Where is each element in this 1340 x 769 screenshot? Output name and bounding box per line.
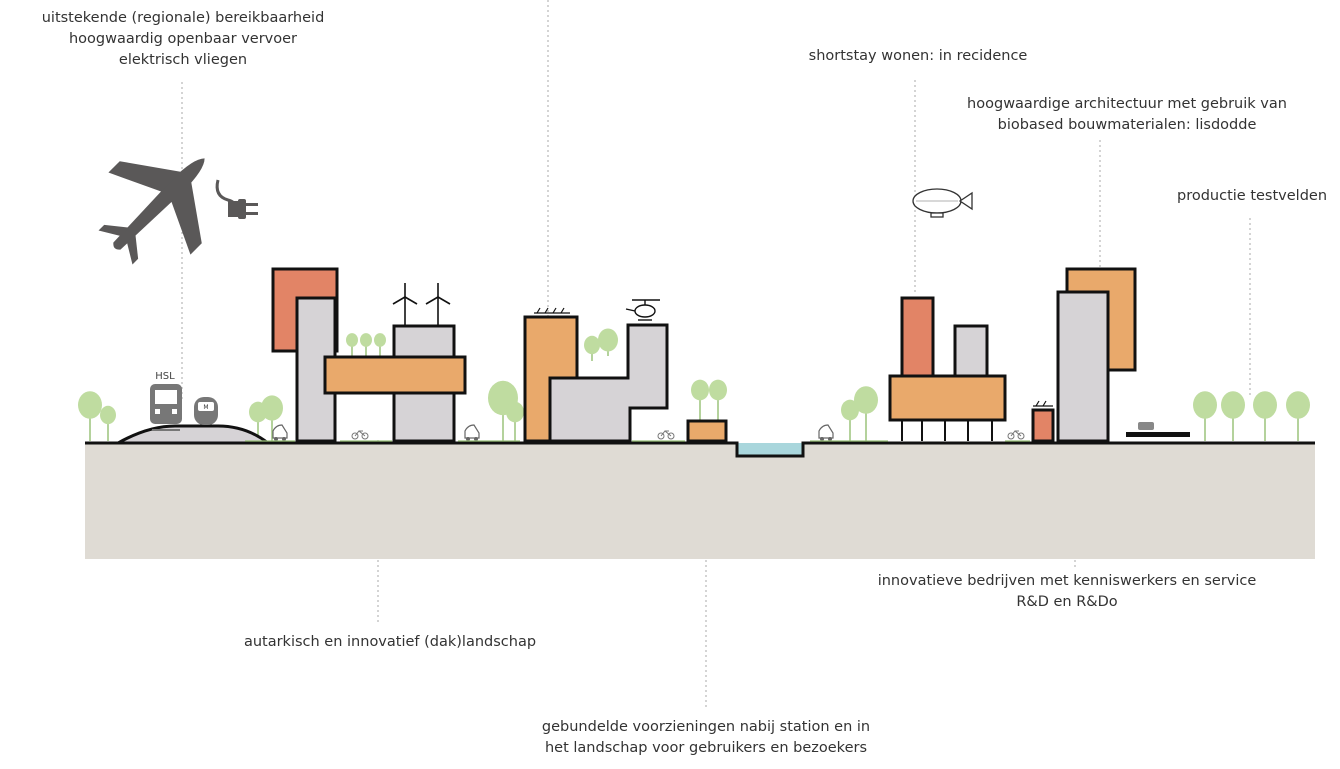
tree-icon (100, 405, 116, 441)
label-line: biobased bouwmaterialen: lisdodde (997, 117, 1257, 133)
label-line: gebundelde voorzieningen nabij station e… (541, 719, 871, 735)
label-line: productie testvelden (1176, 188, 1328, 204)
label-shortstay: shortstay wonen: in recidence (809, 46, 1028, 67)
label-line: shortstay wonen: in recidence (808, 48, 1028, 64)
solar-panel-icon (534, 307, 570, 314)
label-line: innovatieve bedrijven met kenniswerkers … (877, 573, 1257, 589)
vehicles (272, 424, 1025, 441)
ground-section (85, 443, 1315, 559)
label-line: uitstekende (regionale) bereikbaarheid (41, 10, 325, 26)
label-line: R&D en R&Do (1016, 594, 1118, 610)
building-salmon-kiosk-e (1031, 408, 1055, 443)
trees (78, 328, 1310, 441)
tree-icon (1253, 391, 1277, 441)
airplane-icon (98, 158, 205, 265)
tree-icon (1221, 391, 1245, 441)
building-pilotis-d (901, 420, 993, 441)
svg-text:M: M (203, 404, 208, 411)
metro-icon: M (194, 397, 218, 425)
building-orange-pavilion (686, 419, 728, 443)
wind-turbine-icon (392, 283, 418, 326)
building-grey-tower-d (953, 324, 989, 380)
label-autarkisch: autarkisch en innovatief (dak)landschap (244, 632, 536, 653)
car-icon (272, 424, 288, 441)
tree-icon (506, 401, 524, 441)
tree-icon (841, 399, 859, 441)
solar-panel-icon (1033, 400, 1053, 407)
label-testvelden: productie testvelden (1177, 186, 1327, 207)
bicycle-icon (1007, 430, 1025, 440)
tree-icon (584, 335, 600, 361)
building-grey-stepped-c (548, 323, 669, 443)
car-icon (464, 424, 480, 441)
wind-turbine-icon (425, 283, 451, 326)
car-icon (818, 424, 834, 441)
building-salmon-tower-d (900, 296, 935, 380)
helicopter-icon (625, 299, 660, 321)
train-icon (150, 384, 182, 431)
airship-icon (912, 188, 973, 218)
tree-icon (261, 395, 283, 441)
water-channel (737, 443, 803, 456)
label-line: het landschap voor gebruikers en bezoeke… (544, 740, 868, 756)
label-gebundelde: gebundelde voorzieningen nabij station e… (542, 717, 870, 759)
label-line: elektrisch vliegen (118, 52, 248, 68)
ground-line (85, 441, 1315, 458)
label-innovative: innovatieve bedrijven met kenniswerkers … (878, 571, 1257, 613)
label-architecture: hoogwaardige architectuur met gebruik va… (967, 94, 1287, 136)
tree-icon (346, 333, 358, 356)
building-grey-tower-e (1056, 290, 1110, 443)
test-field-vehicle (1126, 422, 1190, 437)
train-sign: HSL (155, 371, 175, 382)
bicycle-icon (657, 430, 675, 440)
label-line: autarkisch en innovatief (dak)landschap (243, 634, 537, 650)
tree-icon (598, 328, 618, 356)
tree-icon (374, 333, 386, 356)
tree-icon (78, 391, 102, 441)
tree-icon (854, 386, 878, 441)
tree-icon (360, 333, 372, 356)
label-line: hoogwaardig openbaar vervoer (68, 31, 298, 47)
building-orange-bridge (323, 355, 467, 395)
bicycle-icon (351, 430, 369, 440)
electric-plug-icon (215, 179, 258, 219)
tree-icon (1193, 391, 1217, 441)
label-bereikbaarheid: uitstekende (regionale) bereikbaarheid h… (42, 8, 325, 71)
label-line: hoogwaardige architectuur met gebruik va… (967, 96, 1287, 112)
tree-icon (1286, 391, 1310, 441)
building-orange-block-d (888, 374, 1007, 422)
